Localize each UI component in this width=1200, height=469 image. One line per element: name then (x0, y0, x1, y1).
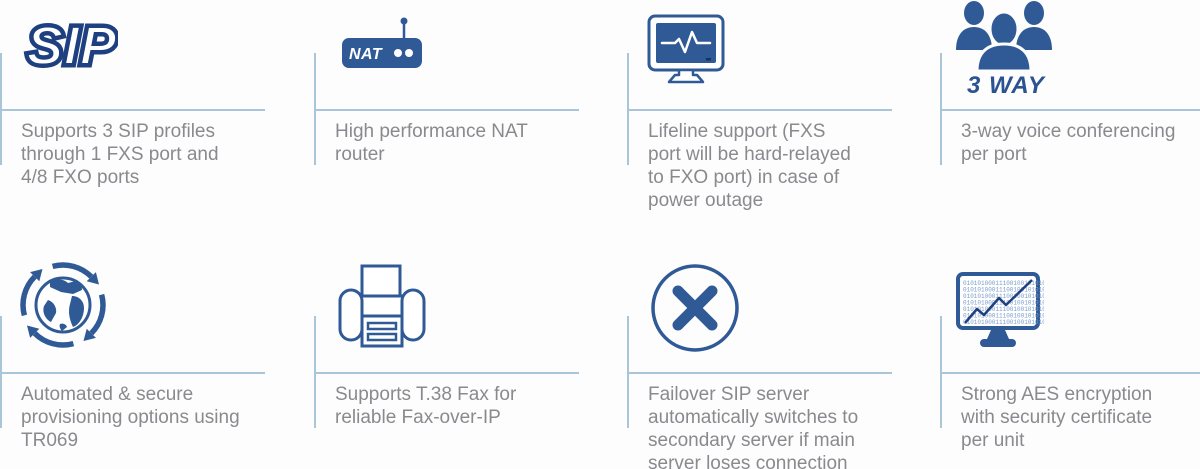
binary-row-text: 010101000111001001010100 (963, 280, 1044, 287)
binary-row-text: 010101000111001001010100 (963, 313, 1044, 320)
person-head-left (964, 1, 984, 25)
horizontal-divider (940, 372, 1200, 374)
horizontal-divider (314, 109, 579, 111)
person-body-right (1016, 27, 1052, 50)
monitor-stand (667, 68, 705, 84)
antenna-tip (400, 17, 408, 25)
globe-sync-icon (16, 258, 111, 353)
lifeline-monitor-icon (647, 14, 725, 84)
feature-text: Automated & secure provisioning options … (21, 384, 240, 451)
router-led (394, 49, 402, 57)
three-way-conference-icon: 3 WAY (956, 1, 1052, 99)
fax-printer-icon (338, 264, 426, 348)
monitor-stand-neck (987, 330, 1009, 339)
binary-row-text: 010101000111001001010100 (963, 319, 1044, 326)
binary-row-text: 010101000111001001010100 (963, 293, 1044, 300)
person-head-right (1024, 1, 1044, 25)
people-group (956, 1, 1052, 73)
output-tray (360, 314, 404, 348)
feature-text: Failover SIP server automatically switch… (648, 384, 859, 469)
output-line (366, 332, 398, 342)
horizontal-divider (314, 372, 579, 374)
output-line (366, 321, 398, 331)
printer-roller-right (400, 288, 426, 342)
horizontal-divider (627, 372, 892, 374)
binary-row-text: 010101000111001001010100 (963, 306, 1044, 313)
feature-card-t38-fax: Supports T.38 Fax for reliable Fax-over-… (314, 240, 580, 469)
trend-line (964, 279, 1033, 324)
horizontal-divider (0, 372, 265, 374)
sip-logo-text-inner: SIP (27, 16, 117, 76)
cross-stroke (672, 285, 718, 331)
aes-encryption-monitor-icon: 010101000111001001010100 010101000111001… (956, 272, 1050, 347)
nat-label-text: NAT (349, 46, 383, 63)
horizontal-divider (0, 109, 265, 111)
sip-logo-icon: SIP SIP (24, 13, 120, 80)
feature-text: Lifeline support (FXS port will be hard-… (648, 121, 851, 211)
power-indicator (706, 58, 711, 61)
feature-text: Supports 3 SIP profiles through 1 FXS po… (21, 121, 219, 188)
person-head-center (988, 10, 1020, 48)
feature-text: High performance NAT router (335, 121, 528, 165)
printer-roller-left (338, 288, 364, 342)
heartbeat-pulse-line (660, 30, 712, 54)
feature-card-sip-profiles: SIP SIP Supports 3 SIP profiles through … (0, 0, 266, 240)
person-body-center (975, 42, 1033, 73)
nat-router-icon: NAT (342, 17, 422, 68)
horizontal-divider (940, 109, 1200, 111)
router-led (405, 49, 413, 57)
circle-outline (651, 264, 739, 352)
feature-text: 3-way voice conferencing per port (961, 121, 1176, 165)
feature-text: Strong AES encryption with security cert… (961, 384, 1153, 451)
binary-row-text: 010101000111001001010100 (963, 287, 1044, 294)
monitor-screen (656, 23, 716, 63)
router-body (342, 38, 422, 68)
feature-card-nat-router: NAT High performance NAT router (314, 0, 580, 240)
feature-card-lifeline: Lifeline support (FXS port will be hard-… (627, 0, 893, 240)
globe-continents (43, 279, 84, 331)
horizontal-divider (627, 109, 892, 111)
paper-sheet (360, 264, 402, 298)
feature-card-aes-encryption: 010101000111001001010100 010101000111001… (940, 240, 1200, 469)
monitor-stand-base (980, 339, 1016, 347)
person-body-left (956, 27, 992, 50)
feature-card-failover: Failover SIP server automatically switch… (627, 240, 893, 469)
three-way-label-text: 3 WAY (967, 72, 1046, 96)
feature-text: Supports T.38 Fax for reliable Fax-over-… (335, 384, 517, 428)
sip-logo-text: SIP (27, 16, 117, 76)
feature-card-three-way: 3 WAY 3-way voice conferencing per port (940, 0, 1200, 240)
feature-card-provisioning: Automated & secure provisioning options … (0, 240, 266, 469)
failover-cross-circle-icon (651, 264, 739, 352)
